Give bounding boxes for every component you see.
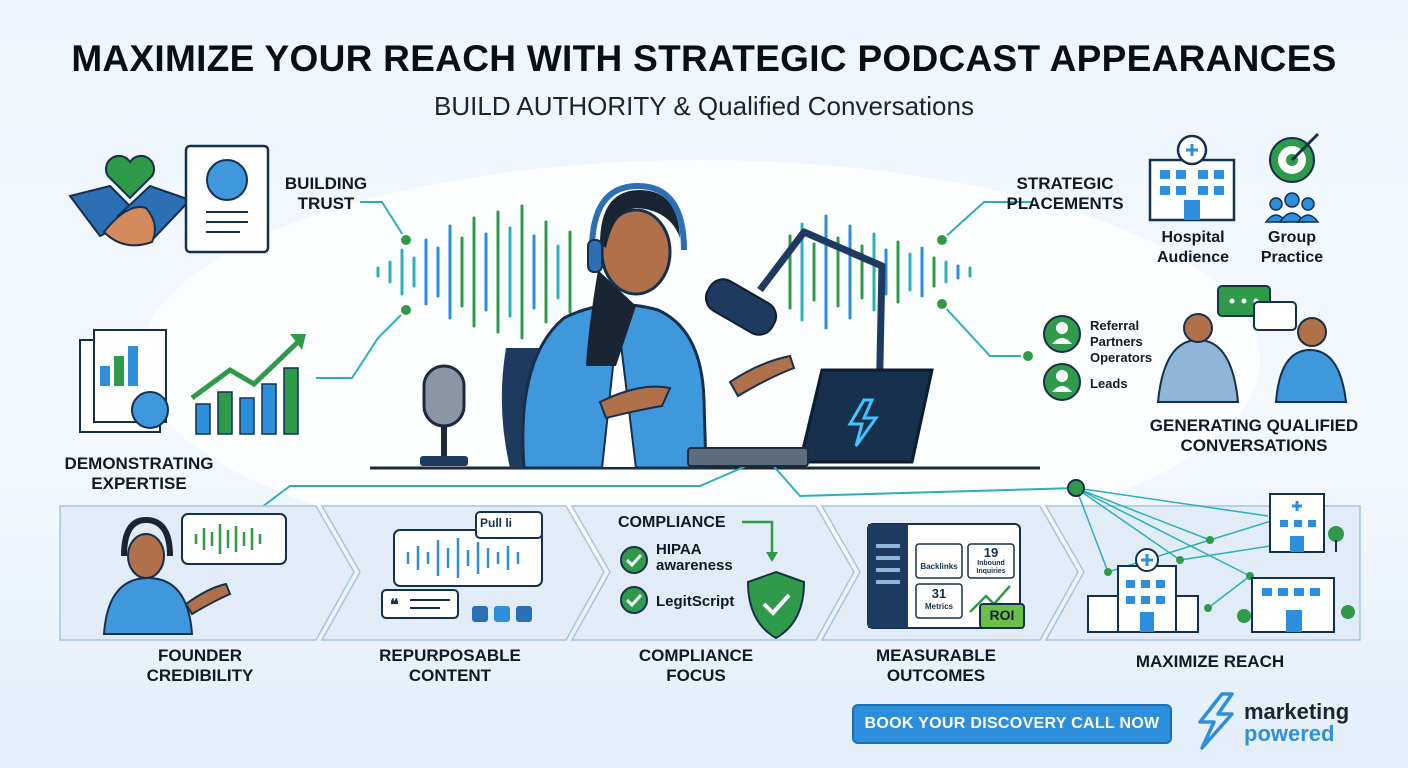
- step-4-line2: OUTCOMES: [886, 666, 986, 685]
- step-repurposable-content: REPURPOSABLE CONTENT: [360, 646, 540, 686]
- chat-bubble-icon: [1217, 285, 1297, 331]
- handshake-icon: [68, 184, 192, 247]
- hospital-audience-line1: Hospital: [1161, 229, 1225, 246]
- strategic-placements-line1: STRATEGIC: [1016, 174, 1114, 193]
- hipaa-line2: awareness: [656, 557, 733, 574]
- brand-name-line2: powered: [1244, 721, 1335, 746]
- step-measurable-outcomes: MEASURABLE OUTCOMES: [846, 646, 1026, 686]
- left-waveform: [376, 204, 572, 340]
- right-waveform: [788, 214, 972, 330]
- reach-network-icon: [1067, 479, 1355, 633]
- legitscript-label: LegitScript: [656, 593, 735, 610]
- strategic-placements-label: STRATEGIC PLACEMENTS: [1000, 174, 1130, 214]
- group-practice-label: Group Practice: [1252, 228, 1332, 268]
- strategic-placements-line2: PLACEMENTS: [1006, 194, 1124, 213]
- compliance-icon: [620, 520, 806, 640]
- step-2-line2: CONTENT: [408, 666, 492, 685]
- generating-conversations-line2: CONVERSATIONS: [1180, 436, 1328, 455]
- laptop: [687, 368, 934, 467]
- brand-bolt-icon: [1198, 692, 1234, 750]
- inquiries-label: Inbound Inquiries: [976, 560, 1006, 575]
- repurpose-content-icon: ❝: [381, 511, 543, 622]
- step-1-line1: FOUNDER: [157, 646, 243, 665]
- leads-avatar-icon: [1043, 363, 1081, 401]
- leads-label: Leads: [1090, 376, 1128, 391]
- demonstrating-expertise-label: DEMONSTRATING EXPERTISE: [54, 454, 224, 494]
- demonstrating-expertise-line2: EXPERTISE: [91, 474, 187, 493]
- brand-name-line1: marketing: [1244, 699, 1350, 724]
- step-4-line1: MEASURABLE: [876, 646, 996, 665]
- generating-conversations-line1: GENERATING QUALIFIED: [1149, 416, 1359, 435]
- hospital-audience-label: Hospital Audience: [1148, 228, 1238, 268]
- podcast-host: [521, 182, 796, 470]
- step-1-line2: CREDIBILITY: [146, 666, 254, 685]
- conversation-people-icon: [1156, 313, 1348, 403]
- hipaa-line1: HIPAA: [656, 541, 702, 558]
- roi-badge: ROI: [989, 607, 1015, 623]
- step-3-line2: FOCUS: [666, 666, 726, 685]
- building-trust-line1: BUILDING: [284, 174, 368, 193]
- inquiries-value: 19: [983, 545, 999, 560]
- hospital-icon: [1148, 134, 1236, 222]
- compliance-heading: COMPLIANCE: [618, 514, 726, 531]
- metrics-value: 31: [931, 586, 947, 601]
- referral-line3: Operators: [1090, 350, 1153, 365]
- profile-card-icon: [184, 144, 270, 254]
- group-practice-line1: Group: [1268, 229, 1316, 246]
- step-2-line1: REPURPOSABLE: [379, 646, 521, 665]
- report-documents-icon: [79, 329, 169, 433]
- pull-quote-label: Pull li: [480, 516, 513, 530]
- studio-mic-arm: [704, 228, 886, 457]
- founder-icon: [102, 513, 287, 635]
- group-practice-line2: Practice: [1260, 249, 1324, 266]
- page-subtitle: BUILD AUTHORITY & Qualified Conversation…: [434, 91, 974, 121]
- building-trust-line2: TRUST: [297, 194, 355, 213]
- page-title: MAXIMIZE YOUR REACH WITH STRATEGIC PODCA…: [71, 38, 1337, 79]
- step-compliance-focus: COMPLIANCE FOCUS: [606, 646, 786, 686]
- svg-text:❝: ❝: [390, 597, 399, 614]
- referral-line1: Referral: [1090, 318, 1140, 333]
- group-people-icon: [1264, 192, 1320, 223]
- referral-partners-label: Referral Partners Operators: [1090, 318, 1152, 366]
- step-maximize-reach: MAXIMIZE REACH: [1118, 652, 1302, 672]
- heart-icon: [105, 155, 155, 200]
- step-founder-credibility: FOUNDER CREDIBILITY: [110, 646, 290, 686]
- dashboard-icon: [867, 523, 1025, 629]
- desk-microphone: [420, 364, 468, 466]
- hospital-audience-line2: Audience: [1156, 249, 1229, 266]
- metrics-label: Metrics: [924, 602, 953, 611]
- generating-conversations-label: GENERATING QUALIFIED CONVERSATIONS: [1138, 416, 1370, 456]
- referral-avatar-icon: [1043, 315, 1081, 353]
- growth-chart-icon: [190, 334, 306, 435]
- referral-line2: Partners: [1090, 334, 1143, 349]
- backlinks-label: Backlinks: [920, 562, 958, 571]
- target-icon: [1269, 132, 1320, 183]
- demonstrating-expertise-line1: DEMONSTRATING: [64, 454, 214, 473]
- step-3-line1: COMPLIANCE: [638, 646, 754, 665]
- hipaa-label: HIPAA awareness: [656, 542, 733, 574]
- step-5-line1: MAXIMIZE REACH: [1135, 652, 1285, 671]
- book-discovery-call-button[interactable]: BOOK YOUR DISCOVERY CALL NOW: [852, 704, 1172, 744]
- building-trust-label: BUILDING TRUST: [276, 174, 376, 214]
